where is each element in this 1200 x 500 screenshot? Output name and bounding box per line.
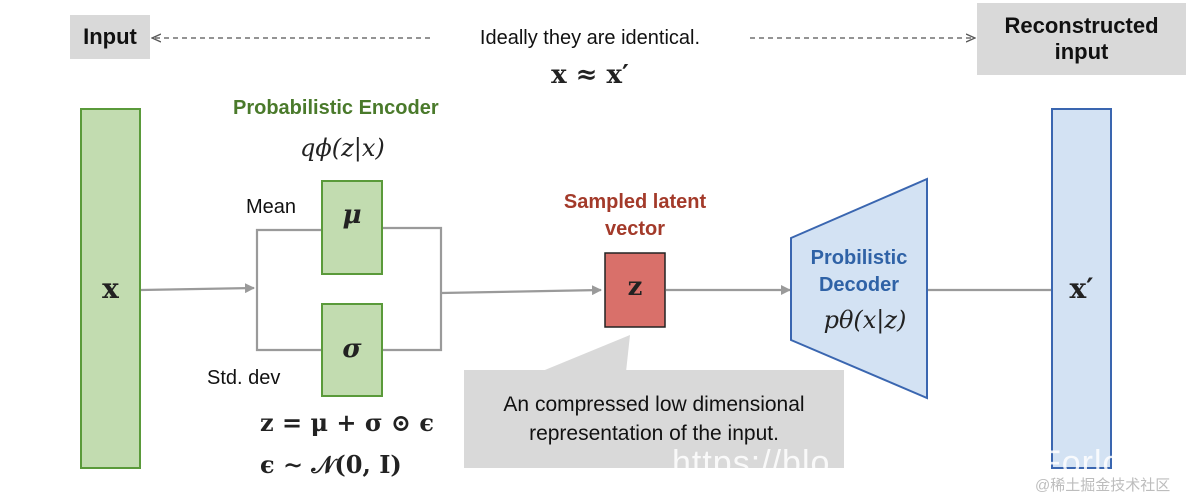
sigma-box — [321, 303, 383, 397]
decoder-trapezoid — [790, 177, 928, 400]
input-symbol: x — [102, 272, 119, 305]
reconstructed-input-label: Reconstructed input — [977, 3, 1186, 75]
url-watermark-right: Forlo — [1040, 444, 1123, 482]
mu-box — [321, 180, 383, 275]
ideal-text: Ideally they are identical. — [479, 27, 701, 49]
ideal-formula: x ≈ x′ — [551, 60, 629, 90]
z-box — [604, 252, 666, 328]
std-dev-label: Std. dev — [207, 367, 281, 389]
callout-pointer — [540, 335, 630, 372]
mu-symbol: μ — [342, 200, 362, 230]
latent-callout: An compressed low dimensional representa… — [464, 370, 844, 468]
encoder-formula: qϕ(z|x) — [300, 134, 385, 162]
output-bar — [1051, 108, 1112, 469]
arrow-x-to-encoder — [140, 283, 255, 294]
decoder-title: Probilistic Decoder — [810, 247, 908, 296]
mean-label: Mean — [246, 196, 297, 218]
input-bar — [80, 108, 141, 469]
output-symbol: x′ — [1069, 272, 1094, 305]
input-label: Input — [70, 15, 150, 59]
url-watermark-left: https://blo — [672, 444, 831, 482]
encoder-split-left — [255, 228, 322, 352]
latent-symbol: z — [627, 272, 643, 302]
reparam-equation: z = μ + σ ⊙ ϵ — [260, 408, 434, 437]
arrow-encoder-to-z — [440, 285, 602, 296]
noise-distribution: ϵ ∼ 𝒩(0, I) — [260, 450, 402, 479]
latent-title: Sampled latent vector — [563, 191, 707, 240]
sigma-symbol: σ — [342, 334, 362, 364]
site-watermark: @稀土掘金技术社区 — [1035, 477, 1171, 494]
encoder-merge-right — [382, 226, 443, 352]
decoder-formula: pθ(x|z) — [823, 306, 907, 334]
encoder-title: Probabilistic Encoder — [233, 97, 439, 119]
